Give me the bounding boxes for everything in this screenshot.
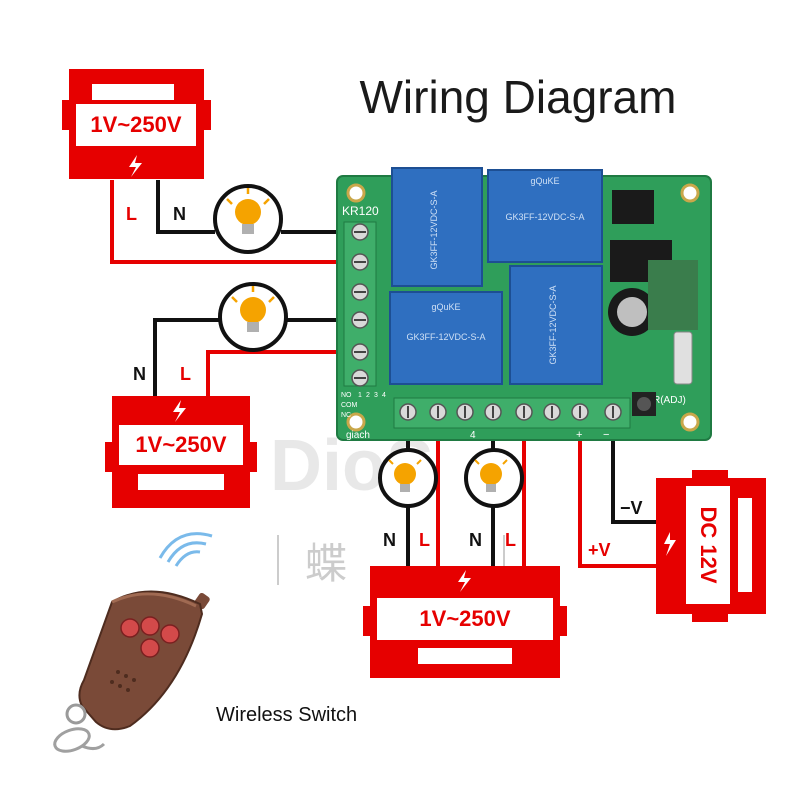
terminal-number: 4 <box>382 392 386 399</box>
wire-label-neutral: N <box>133 364 146 384</box>
wire-label-live: L <box>505 530 516 550</box>
remote-control-icon <box>53 590 210 753</box>
relay-board: KR120 giach R(ADJ) NO COM NC 1 2 3 4 4 +… <box>336 167 712 441</box>
dc-source: DC 12V <box>656 470 766 622</box>
remote-caption: Wireless Switch <box>216 704 357 726</box>
mount-hole <box>680 412 700 432</box>
dc-voltage-label: DC 12V <box>696 506 721 583</box>
wire-label-neutral: N <box>469 530 482 550</box>
ic-chip <box>612 190 654 224</box>
ac-source-top-left: 1V~250V <box>62 69 211 179</box>
wire-label-neutral: N <box>383 530 396 550</box>
relay-text: GK3FF-12VDC-S-A <box>429 190 439 269</box>
relay-text: GK3FF-12VDC-S-A <box>548 285 558 364</box>
board-model-label: KR120 <box>342 204 379 218</box>
minus-mark: − <box>603 429 609 441</box>
wire-label-live: L <box>419 530 430 550</box>
wire-label-dc-negative: −V <box>620 498 643 518</box>
light-bulb-icon <box>218 282 288 352</box>
mount-hole <box>346 183 366 203</box>
terminal-number: 3 <box>374 392 378 399</box>
wifi-signal-icon <box>158 532 213 567</box>
terminal-number-4: 4 <box>470 430 476 441</box>
watermark-chinese: 蝶 <box>305 540 347 587</box>
side-label-nc: NC <box>341 412 351 419</box>
voltage-label: 1V~250V <box>419 606 510 631</box>
terminal-number: 2 <box>366 392 370 399</box>
relay-1: GK3FF-12VDC-S-A <box>391 167 483 287</box>
left-terminal-screws <box>351 223 369 387</box>
light-bulb-icon <box>213 184 283 254</box>
rf-module <box>648 260 698 330</box>
lightning-bolt-icon <box>458 570 471 592</box>
board-bottom-label: giach <box>346 430 370 441</box>
voltage-label: 1V~250V <box>90 112 181 137</box>
wire-label-live: L <box>180 364 191 384</box>
dc-wires <box>578 412 656 568</box>
side-label-no: NO <box>341 392 352 399</box>
ac-source-bottom: 1V~250V <box>363 566 567 678</box>
mount-hole <box>346 412 366 432</box>
terminal-number: 1 <box>358 392 362 399</box>
ac-source-mid-left: 1V~250V <box>105 396 257 508</box>
relay-3: gQuKE GK3FF-12VDC-S-A <box>389 291 503 385</box>
bottom-terminal-screws <box>399 403 622 421</box>
lightning-bolt-icon <box>664 532 676 556</box>
diagram-title: Wiring Diagram <box>360 71 677 123</box>
relay-text: GK3FF-12VDC-S-A <box>406 332 485 342</box>
voltage-label: 1V~250V <box>135 432 226 457</box>
wire-label-live: L <box>126 204 137 224</box>
light-bulb-icon <box>378 448 438 508</box>
relay-brand: gQuKE <box>431 302 460 312</box>
lightning-bolt-icon <box>173 400 186 422</box>
relay-2: gQuKE GK3FF-12VDC-S-A <box>487 169 603 263</box>
relay-4: GK3FF-12VDC-S-A <box>509 265 603 385</box>
relay-text: GK3FF-12VDC-S-A <box>505 212 584 222</box>
wire-label-neutral: N <box>173 204 186 224</box>
mount-hole <box>680 183 700 203</box>
lightning-bolt-icon <box>129 155 142 177</box>
crystal <box>673 331 693 385</box>
light-bulb-icon <box>464 448 524 508</box>
relay-brand: gQuKE <box>530 176 559 186</box>
wire-label-dc-positive: +V <box>588 540 611 560</box>
learn-button-label: R(ADJ) <box>653 395 686 406</box>
plus-mark: + <box>576 429 582 441</box>
side-label-com: COM <box>341 402 358 409</box>
